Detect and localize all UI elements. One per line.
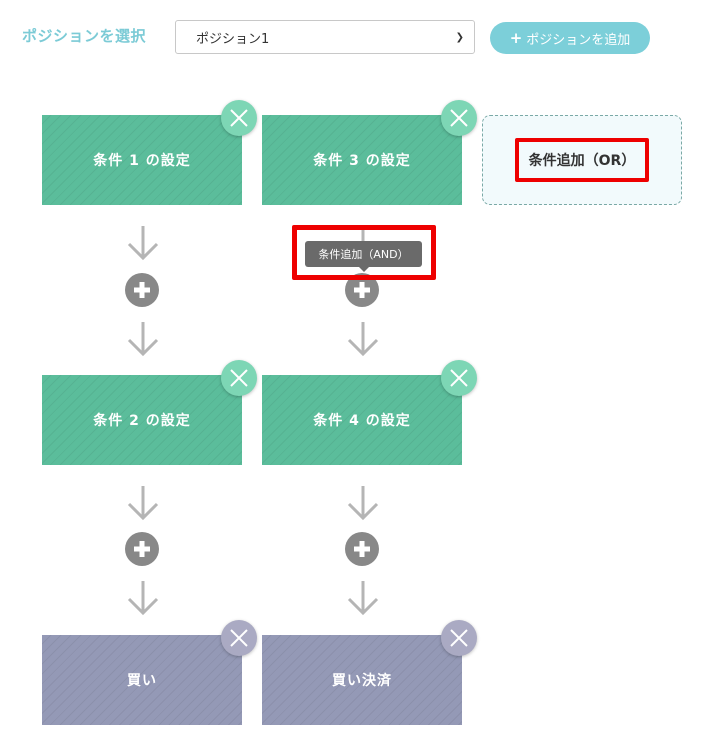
close-icon: [450, 109, 468, 127]
add-or-label: 条件追加（OR）: [514, 138, 650, 182]
close-icon: [230, 369, 248, 387]
condition-card-4[interactable]: 条件 4 の設定: [262, 375, 462, 465]
add-position-label: ポジションを追加: [526, 32, 631, 48]
chevron-down-icon: ❯: [455, 31, 464, 43]
remove-condition-3-button[interactable]: [441, 100, 477, 136]
arrow-down-icon: [343, 577, 383, 621]
add-and-tooltip: 条件追加（AND）: [305, 241, 422, 272]
remove-condition-4-button[interactable]: [441, 360, 477, 396]
condition-card-2[interactable]: 条件 2 の設定: [42, 375, 242, 465]
plus-icon: +: [509, 29, 523, 47]
close-icon: [450, 369, 468, 387]
close-icon: [450, 629, 468, 647]
arrow-down-icon: [343, 482, 383, 526]
remove-action-buy-close-button[interactable]: [441, 620, 477, 656]
add-and-condition-button-col2-2[interactable]: [345, 532, 379, 566]
condition-label: 条件 4 の設定: [313, 413, 411, 429]
add-and-condition-button-col1[interactable]: [125, 273, 159, 307]
plus-icon: [354, 541, 370, 557]
add-or-condition-button[interactable]: 条件追加（OR）: [482, 115, 682, 205]
action-label: 買い決済: [332, 673, 392, 689]
close-icon: [230, 629, 248, 647]
add-and-condition-button-col1-2[interactable]: [125, 532, 159, 566]
arrow-down-icon: [123, 318, 163, 362]
condition-label: 条件 2 の設定: [93, 413, 191, 429]
arrow-down-icon: [123, 577, 163, 621]
add-position-button[interactable]: + ポジションを追加: [490, 22, 650, 54]
condition-label: 条件 1 の設定: [93, 153, 191, 169]
remove-action-buy-button[interactable]: [221, 620, 257, 656]
arrow-down-icon: [123, 222, 163, 266]
arrow-down-icon: [123, 482, 163, 526]
condition-label: 条件 3 の設定: [313, 153, 411, 169]
position-select-value: ポジション1: [196, 31, 270, 47]
action-card-buy-close[interactable]: 買い決済: [262, 635, 462, 725]
action-label: 買い: [127, 673, 157, 689]
position-select[interactable]: ポジション1 ❯: [175, 20, 475, 54]
condition-card-3[interactable]: 条件 3 の設定: [262, 115, 462, 205]
plus-icon: [134, 541, 150, 557]
position-select-label: ポジションを選択: [22, 27, 147, 45]
plus-icon: [134, 282, 150, 298]
remove-condition-2-button[interactable]: [221, 360, 257, 396]
condition-card-1[interactable]: 条件 1 の設定: [42, 115, 242, 205]
action-card-buy[interactable]: 買い: [42, 635, 242, 725]
plus-icon: [354, 282, 370, 298]
highlight-box-and: [292, 225, 436, 280]
arrow-down-icon: [343, 318, 383, 362]
remove-condition-1-button[interactable]: [221, 100, 257, 136]
close-icon: [230, 109, 248, 127]
